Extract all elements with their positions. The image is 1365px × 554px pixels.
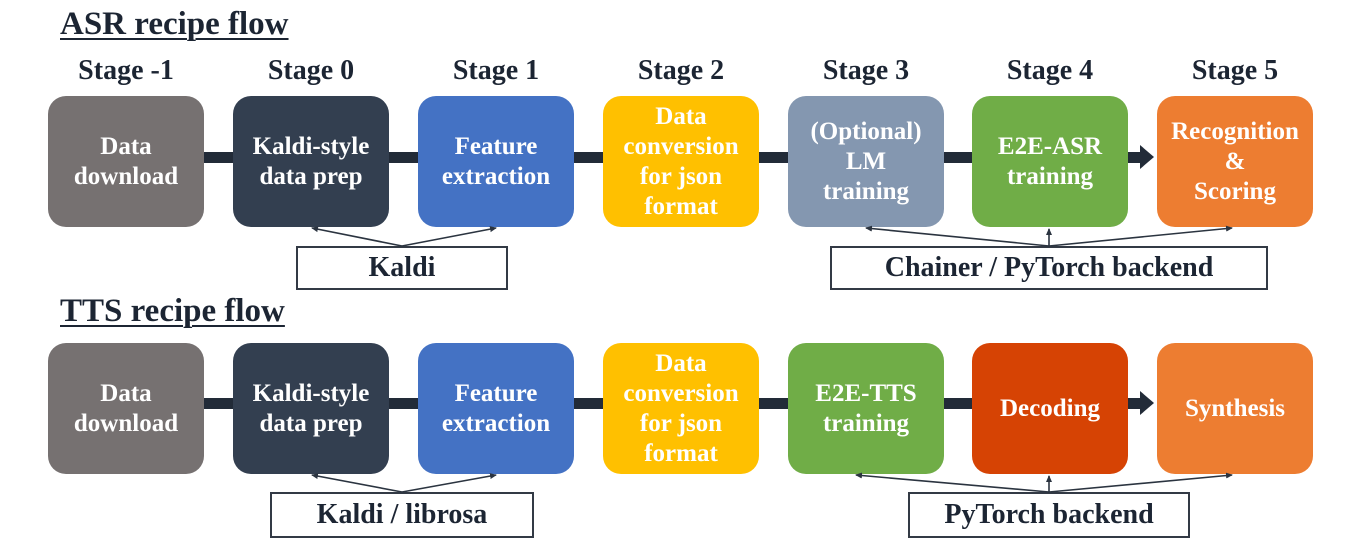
asr-kaldi-arrow [311, 226, 403, 247]
asr-stage-label: Stage 2 [637, 55, 725, 86]
asr-connector [574, 152, 603, 163]
tts-box-kaldi-data-prep: Kaldi-style data prep [233, 343, 389, 474]
asr-connector [759, 152, 788, 163]
tts-backend-arrow [855, 472, 1050, 493]
asr-box-e2e-asr-training: E2E-ASR training [972, 96, 1128, 227]
tts-connector [759, 398, 788, 409]
asr-connector [944, 152, 972, 163]
tts-box-feature-extraction: Feature extraction [418, 343, 574, 474]
asr-backend-arrow [865, 225, 1050, 247]
tts-box-decoding: Decoding [972, 343, 1128, 474]
asr-box-json-conversion: Data conversion for json format [603, 96, 759, 227]
asr-box-lm-training: (Optional) LM training [788, 96, 944, 227]
asr-connector [204, 152, 233, 163]
asr-section-title: ASR recipe flow [60, 6, 289, 42]
tts-box-data-download: Data download [48, 343, 204, 474]
tts-library-pytorch: PyTorch backend [908, 492, 1190, 538]
asr-stage-label: Stage 4 [1006, 55, 1094, 86]
asr-arrow-connector [1128, 152, 1142, 163]
asr-stage-label: Stage 1 [452, 55, 540, 86]
asr-library-chainer-pytorch: Chainer / PyTorch backend [830, 246, 1268, 290]
asr-connector [389, 152, 418, 163]
tts-connector [944, 398, 972, 409]
tts-box-json-conversion: Data conversion for json format [603, 343, 759, 474]
asr-library-kaldi: Kaldi [296, 246, 508, 290]
asr-stage-label: Stage 5 [1191, 55, 1279, 86]
tts-library-kaldi-librosa: Kaldi / librosa [270, 492, 534, 538]
tts-kaldi-arrow [311, 473, 403, 493]
asr-kaldi-arrow [401, 226, 497, 247]
tts-backend-arrow [1048, 472, 1233, 493]
asr-backend-arrow [1048, 225, 1233, 247]
tts-flow-arrowhead [1140, 391, 1154, 415]
tts-box-e2e-tts-training: E2E-TTS training [788, 343, 944, 474]
tts-arrow-connector [1128, 398, 1142, 409]
asr-stage-label: Stage -1 [78, 55, 174, 86]
tts-box-synthesis: Synthesis [1157, 343, 1313, 474]
tts-section-title: TTS recipe flow [60, 293, 285, 329]
tts-connector [204, 398, 233, 409]
asr-box-kaldi-data-prep: Kaldi-style data prep [233, 96, 389, 227]
tts-kaldi-arrow [401, 473, 497, 493]
tts-connector [389, 398, 418, 409]
asr-stage-label: Stage 3 [822, 55, 910, 86]
tts-connector [574, 398, 603, 409]
asr-box-data-download: Data download [48, 96, 204, 227]
asr-box-recognition-scoring: Recognition & Scoring [1157, 96, 1313, 227]
asr-stage-label: Stage 0 [267, 55, 355, 86]
asr-box-feature-extraction: Feature extraction [418, 96, 574, 227]
asr-flow-arrowhead [1140, 145, 1154, 169]
